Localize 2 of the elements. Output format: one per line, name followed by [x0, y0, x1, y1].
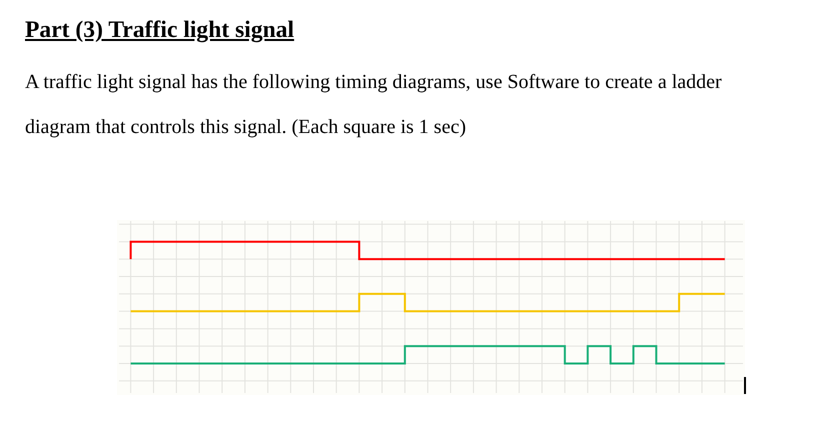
instruction-text: A traffic light signal has the following timing diagrams, use Software to create a ladder diagram that controls this signal. (Each square is 1 sec): [25, 70, 723, 140]
heading: Part (3) Traffic light signal: [25, 17, 294, 44]
